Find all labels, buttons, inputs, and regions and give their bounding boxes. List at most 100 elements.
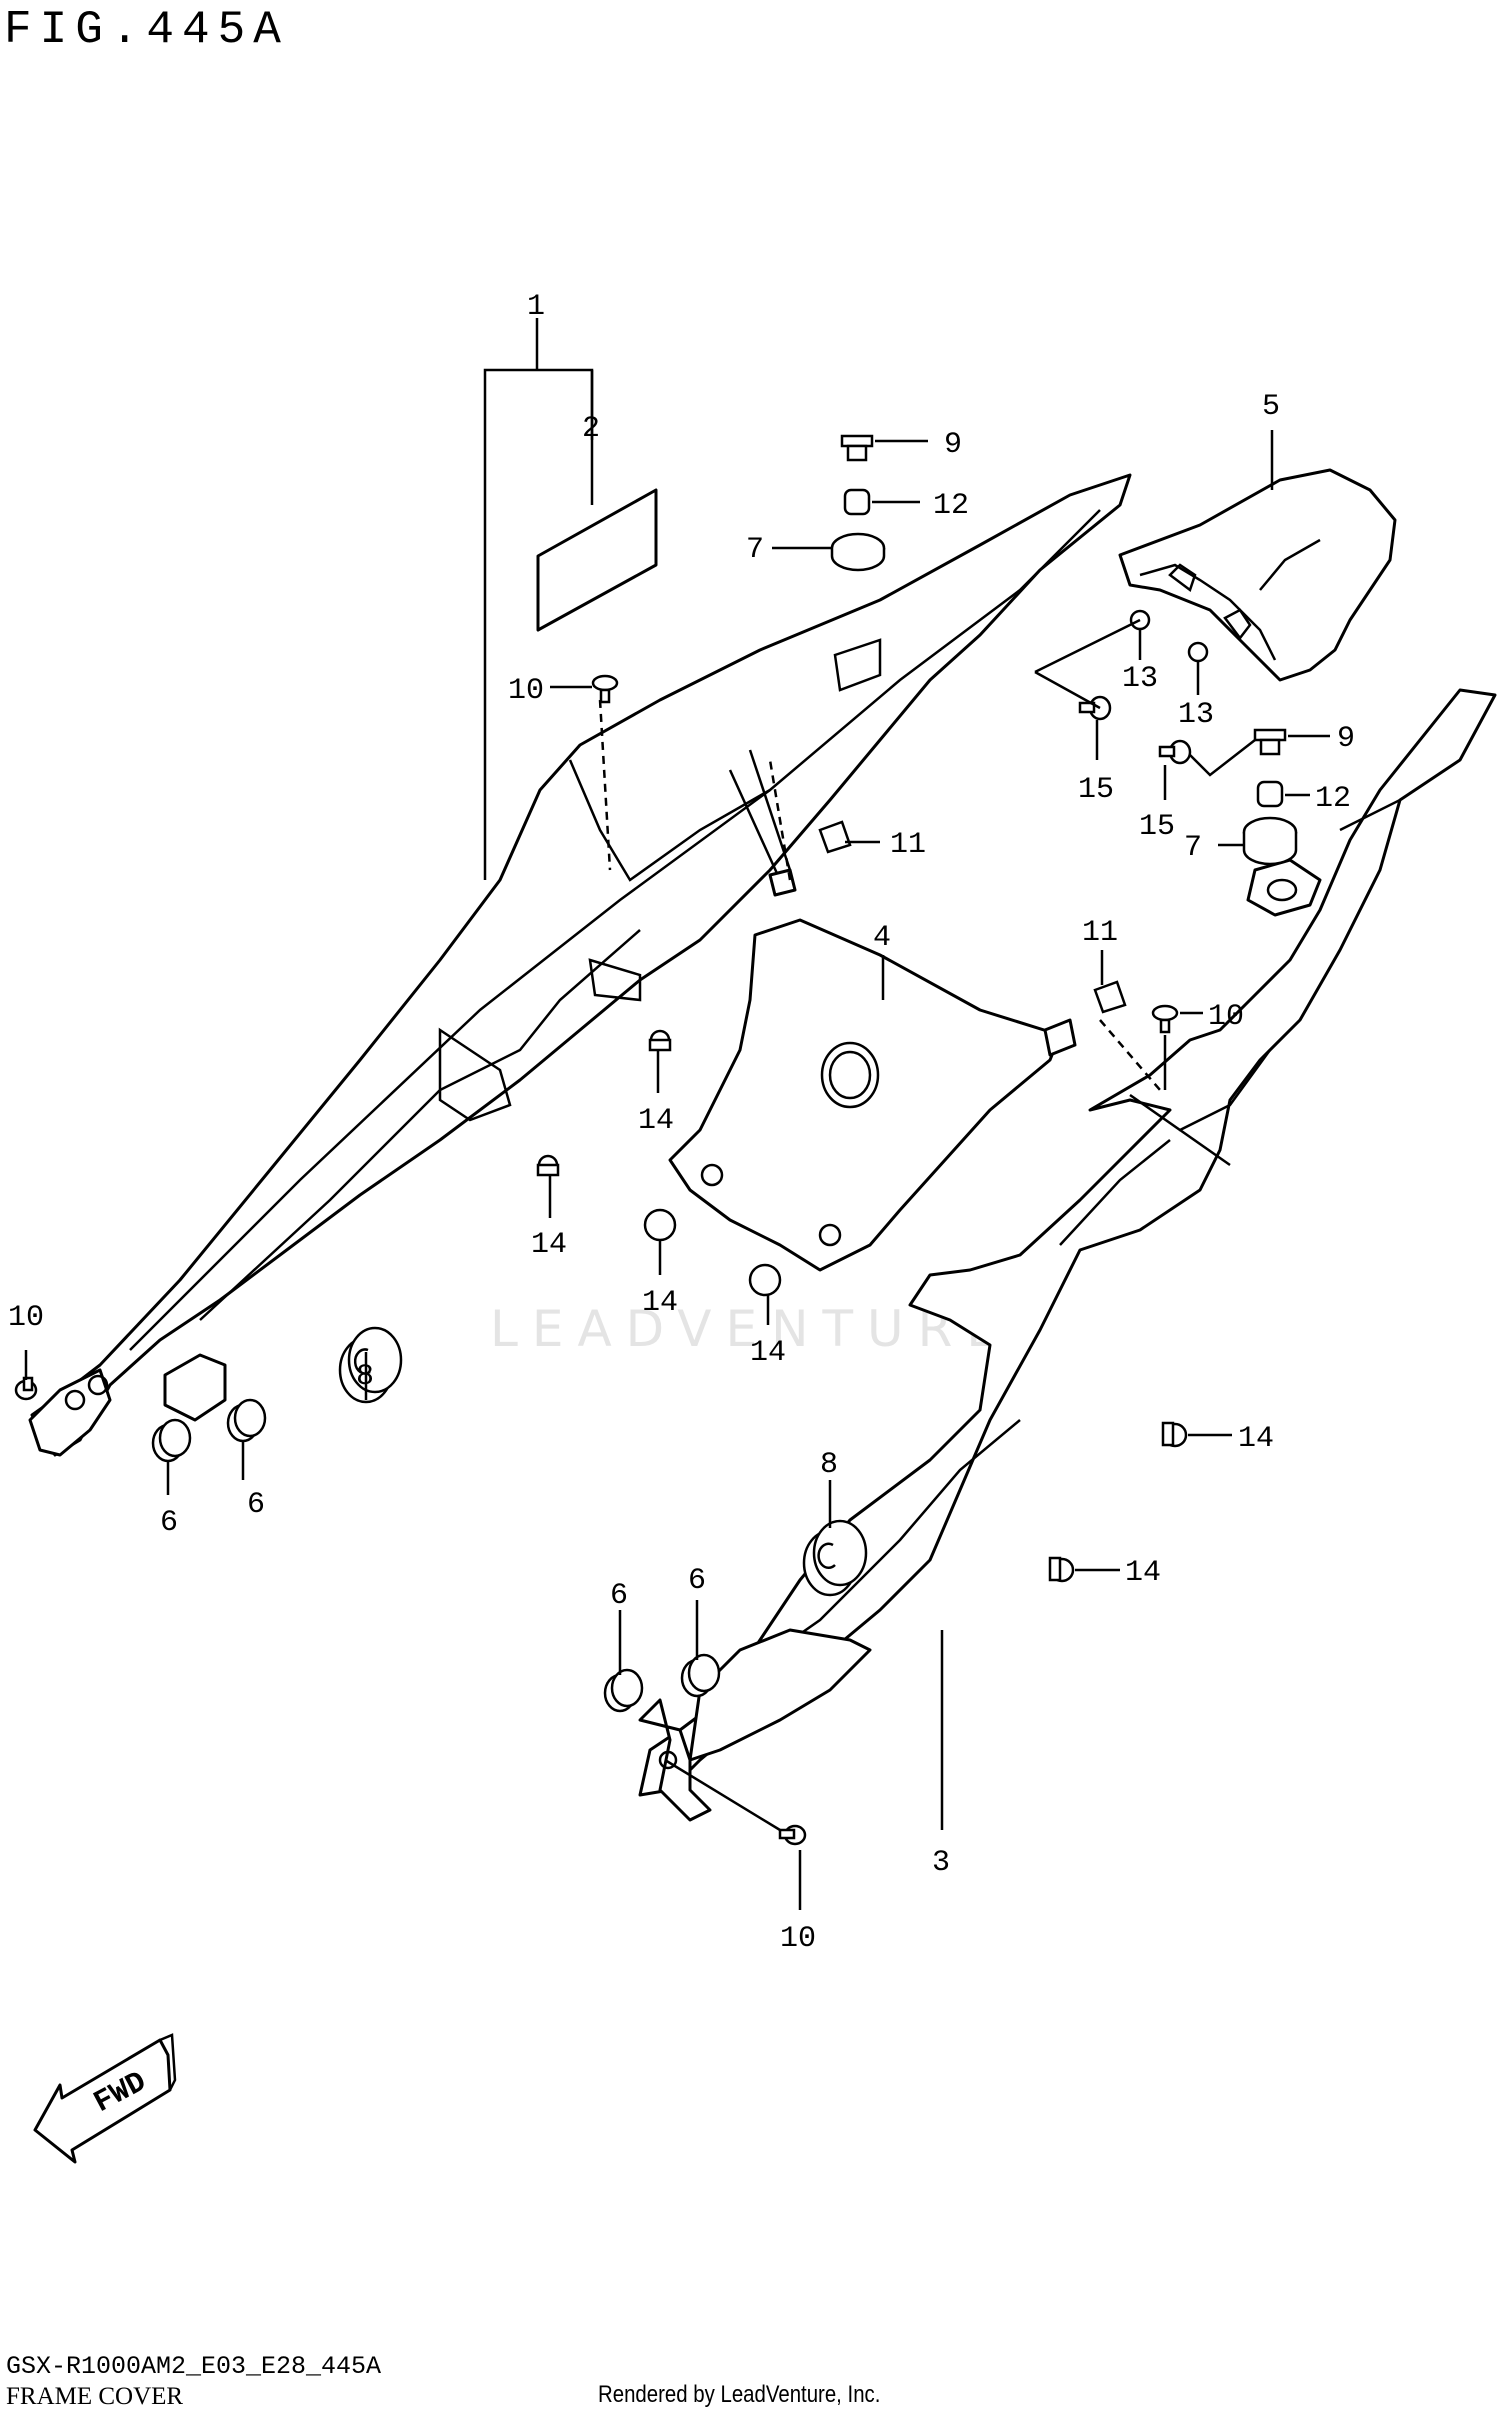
grommet-icon [1242, 816, 1298, 866]
damper-icon [680, 1653, 721, 1698]
plug-icon [648, 1029, 672, 1052]
callout-label: 1 [527, 290, 545, 324]
right-cover-inner-line [1129, 1049, 1272, 1132]
callout-label: 6 [160, 1506, 178, 1540]
callout-label: 15 [1078, 773, 1114, 807]
render-credit: Rendered by LeadVenture, Inc. [598, 2381, 881, 2408]
callout-label: 7 [1184, 831, 1202, 865]
part-4-center-cover [668, 918, 1062, 1272]
right-cover-inner-line [1179, 1128, 1231, 1167]
center-cover-clip [768, 868, 797, 897]
screw-icon [1253, 728, 1287, 756]
callout-label: 14 [1238, 1422, 1274, 1456]
left-cover-inner-line [588, 958, 642, 1002]
callout-label: 3 [932, 1846, 950, 1880]
center-cover-hole [828, 1050, 872, 1100]
callout-label: 15 [1139, 810, 1175, 844]
nut-icon [1187, 641, 1209, 663]
mount-hole [658, 1750, 678, 1770]
left-cover-inner-line [199, 929, 641, 1321]
leader-line [1189, 739, 1256, 777]
damper-icon [226, 1398, 267, 1443]
tail-cowl-detail [1168, 563, 1197, 593]
figure-title: FIG.445A [4, 4, 289, 56]
center-cover-hole [700, 1163, 724, 1187]
plug-icon [1161, 1421, 1188, 1448]
figure-name: FRAME COVER [6, 2383, 184, 2410]
callout-label: 14 [638, 1104, 674, 1138]
dashed-leader [598, 699, 1161, 1091]
left-cover-inner-line [568, 759, 771, 882]
callout-label: 14 [750, 1336, 786, 1370]
callout-label: 9 [1337, 722, 1355, 756]
plug-icon [536, 1154, 560, 1177]
screw-icon [778, 1824, 807, 1846]
leader-line [1034, 618, 1141, 710]
callout-label: 13 [1178, 698, 1214, 732]
tail-cowl-detail [1223, 608, 1252, 641]
right-cover-inner-line [1059, 1139, 1171, 1246]
left-cover-inner-line [129, 509, 1101, 1351]
callout-label: 7 [746, 533, 764, 567]
clip-icon [818, 820, 852, 854]
callout-label: 8 [820, 1448, 838, 1482]
callout-label: 8 [356, 1360, 374, 1394]
callout-label: 11 [890, 828, 926, 862]
rubber-damper-icon [802, 1519, 868, 1597]
screw-icon [14, 1376, 38, 1401]
callout-label: 12 [933, 489, 969, 523]
callout-label: 13 [1122, 662, 1158, 696]
callout-label: 4 [873, 921, 891, 955]
callout-label: 6 [247, 1488, 265, 1522]
callout-label: 14 [642, 1286, 678, 1320]
callout-label: 14 [1125, 1556, 1161, 1590]
tail-cowl-detail [1139, 563, 1277, 661]
screw-icon [1158, 739, 1192, 765]
left-frame-cover [30, 473, 1132, 1457]
callout-label: 10 [780, 1922, 816, 1956]
right-mount-hook [1246, 858, 1322, 917]
grommet-icon [830, 532, 886, 572]
plug-icon [1048, 1556, 1075, 1583]
right-mount-bracket [688, 1628, 872, 1762]
screw-icon [1151, 1004, 1179, 1034]
part-5-tail-cowl [1118, 468, 1397, 682]
callout-label: 14 [531, 1228, 567, 1262]
screw-icon [591, 674, 619, 704]
center-cover-hole [820, 1041, 880, 1109]
forward-arrow-icon: FWD [33, 2033, 177, 2164]
left-mount-block [163, 1353, 227, 1422]
callout-label: 12 [1315, 782, 1351, 816]
callout-label: 11 [1082, 916, 1118, 950]
callout-label: 10 [1208, 1000, 1244, 1034]
tail-cowl-detail [1259, 538, 1321, 591]
callout-label: 9 [944, 428, 962, 462]
callout-label: 5 [1262, 390, 1280, 424]
mount-hole [87, 1374, 109, 1396]
part-2-label [536, 488, 658, 632]
callout-label: 10 [8, 1301, 44, 1335]
center-cover-hole [818, 1223, 842, 1247]
callout-label: 10 [508, 674, 544, 708]
left-mount-tab [28, 1368, 112, 1457]
collar-icon [1256, 780, 1284, 808]
callout-label: 6 [610, 1579, 628, 1613]
right-cover-inner-line [1339, 798, 1401, 832]
plug-icon [748, 1263, 782, 1297]
rubber-damper-icon [338, 1326, 403, 1404]
clip-icon [1093, 980, 1127, 1014]
collar-icon [843, 488, 871, 516]
damper-icon [603, 1668, 644, 1713]
watermark: LEADVENTURE [490, 1300, 1012, 1358]
leader-line [664, 1758, 781, 1832]
callout-label: 6 [688, 1564, 706, 1598]
damper-icon [151, 1418, 192, 1463]
mount-hole [64, 1389, 86, 1411]
mount-hole [1266, 878, 1298, 902]
plug-icon [643, 1208, 677, 1242]
left-cover-inner-line [438, 1027, 512, 1122]
callout-label: 2 [582, 412, 600, 446]
center-cover-clip [1043, 1018, 1077, 1057]
figure-code: GSX-R1000AM2_E03_E28_445A [6, 2352, 382, 2381]
